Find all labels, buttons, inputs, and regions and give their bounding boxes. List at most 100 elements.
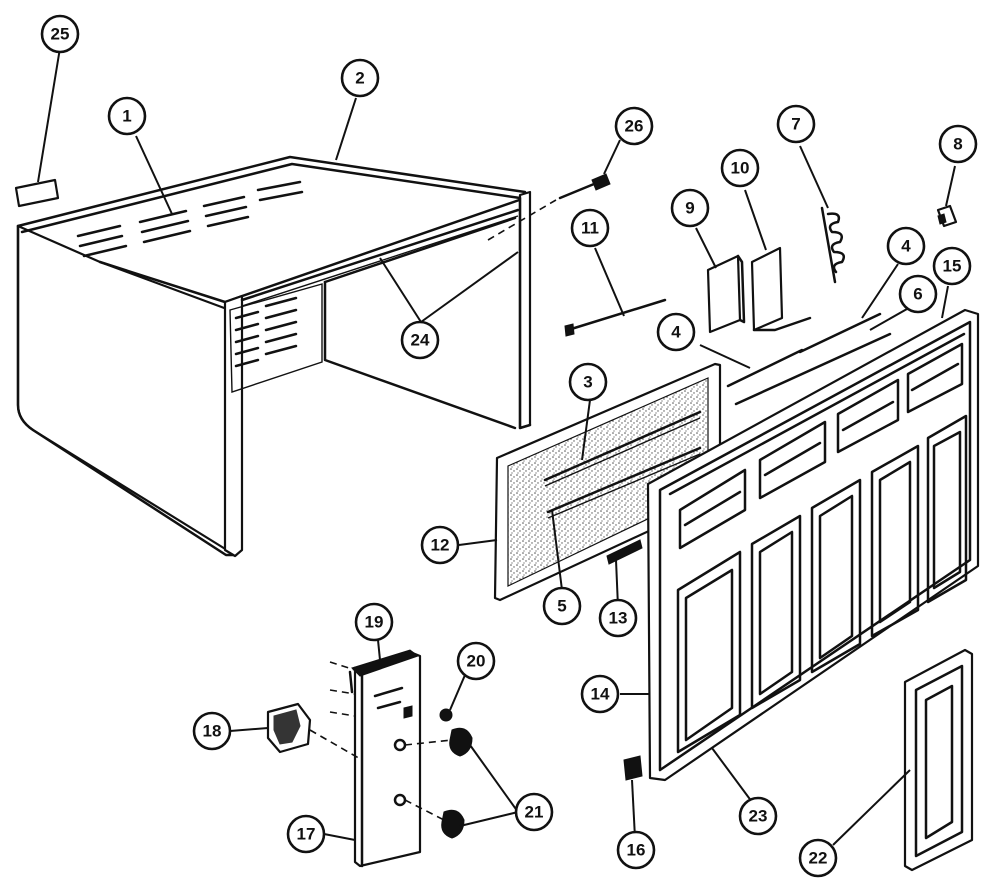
callout-number: 22 <box>809 849 828 868</box>
callout-part-26: 26 <box>614 106 654 146</box>
part-10-bracket <box>750 246 812 332</box>
callout-circle <box>616 830 656 870</box>
callout-circle <box>456 641 496 681</box>
callout-circle <box>40 14 80 54</box>
cabinet-outer-case <box>16 155 532 558</box>
callout-number: 9 <box>685 199 694 218</box>
callout-number: 26 <box>625 117 644 136</box>
callout-number: 6 <box>913 285 922 304</box>
callout-part-6: 6 <box>898 274 938 314</box>
callout-part-18: 18 <box>192 711 232 751</box>
part-13-bracket <box>606 539 643 565</box>
callout-circle <box>580 674 620 714</box>
callout-circle <box>886 226 926 266</box>
callout-circle <box>420 525 460 565</box>
callout-part-11: 11 <box>570 208 610 248</box>
callout-number: 17 <box>297 825 316 844</box>
callout-part-24: 24 <box>400 320 440 360</box>
callout-number: 13 <box>609 609 628 628</box>
callout-part-8: 8 <box>938 124 978 164</box>
part-16-foot <box>623 755 643 781</box>
part-15-front-grille <box>646 308 980 782</box>
callout-circle <box>400 320 440 360</box>
callout-circle <box>670 188 710 228</box>
callout-circle <box>598 598 638 638</box>
callout-part-13: 13 <box>598 598 638 638</box>
callout-circle <box>614 106 654 146</box>
top-louvers <box>76 180 304 258</box>
callout-number: 24 <box>411 331 430 350</box>
callout-number: 14 <box>591 685 610 704</box>
part-22-access-door <box>903 648 974 872</box>
callout-circle <box>192 711 232 751</box>
callout-part-23: 23 <box>738 796 778 836</box>
callout-number: 15 <box>943 257 962 276</box>
part-18-control-module <box>266 702 363 761</box>
callout-circle <box>542 586 582 626</box>
callout-number: 7 <box>791 115 800 134</box>
callout-circle <box>568 362 608 402</box>
callout-part-3: 3 <box>568 362 608 402</box>
callout-part-21: 21 <box>514 792 554 832</box>
callout-circle <box>656 312 696 352</box>
callout-number: 12 <box>431 536 450 555</box>
callout-number: 25 <box>51 25 70 44</box>
callout-number: 11 <box>581 219 599 238</box>
callout-circle <box>286 814 326 854</box>
leader-lines <box>37 47 956 846</box>
callout-part-12: 12 <box>420 525 460 565</box>
callout-part-9: 9 <box>670 188 710 228</box>
callout-part-4b: 4 <box>656 312 696 352</box>
callout-part-22: 22 <box>798 838 838 878</box>
part-4-and-6-rails <box>726 312 892 406</box>
callout-number: 19 <box>365 613 384 632</box>
callout-circle <box>932 246 972 286</box>
part-19-control-label <box>348 649 420 694</box>
callout-circle <box>514 792 554 832</box>
callout-circle <box>938 124 978 164</box>
callout-part-17: 17 <box>286 814 326 854</box>
callout-number: 16 <box>627 841 646 860</box>
rear-louvers <box>234 296 298 368</box>
part-9-bracket <box>706 254 746 334</box>
part-26-screw <box>487 173 611 241</box>
callout-part-15: 15 <box>932 246 972 286</box>
callout-part-5a: 5 <box>542 586 582 626</box>
part-11-rod <box>564 298 667 337</box>
callout-circle <box>776 104 816 144</box>
callout-part-2: 2 <box>340 58 380 98</box>
callout-number: 10 <box>731 159 750 178</box>
part-7-spring-bracket <box>820 206 845 284</box>
callout-number: 21 <box>525 803 544 822</box>
callout-number: 2 <box>355 69 364 88</box>
callout-part-25: 25 <box>40 14 80 54</box>
part-21-knobs <box>404 727 473 839</box>
callout-part-7: 7 <box>776 104 816 144</box>
part-25-label-plate <box>14 178 60 208</box>
callout-circle <box>798 838 838 878</box>
callout-circle <box>107 96 147 136</box>
callout-circle <box>898 274 938 314</box>
callout-part-10: 10 <box>720 148 760 188</box>
part-8-clip <box>936 204 958 228</box>
callout-circle <box>340 58 380 98</box>
callout-part-20: 20 <box>456 641 496 681</box>
callout-number: 3 <box>583 373 592 392</box>
callout-number: 4 <box>901 237 911 256</box>
callout-part-4a: 4 <box>886 226 926 266</box>
callout-circle <box>738 796 778 836</box>
callout-circle <box>354 602 394 642</box>
callout-part-19: 19 <box>354 602 394 642</box>
callout-number: 20 <box>467 652 486 671</box>
callout-number: 5 <box>557 597 566 616</box>
part-17-control-panel <box>353 650 422 868</box>
callout-number: 18 <box>203 722 222 741</box>
callout-number: 1 <box>122 107 131 126</box>
callout-part-16: 16 <box>616 830 656 870</box>
callout-number: 4 <box>671 323 681 342</box>
callout-circle <box>570 208 610 248</box>
callout-number: 23 <box>749 807 768 826</box>
part-20-knob-insert <box>439 708 453 722</box>
callout-number: 8 <box>953 135 962 154</box>
